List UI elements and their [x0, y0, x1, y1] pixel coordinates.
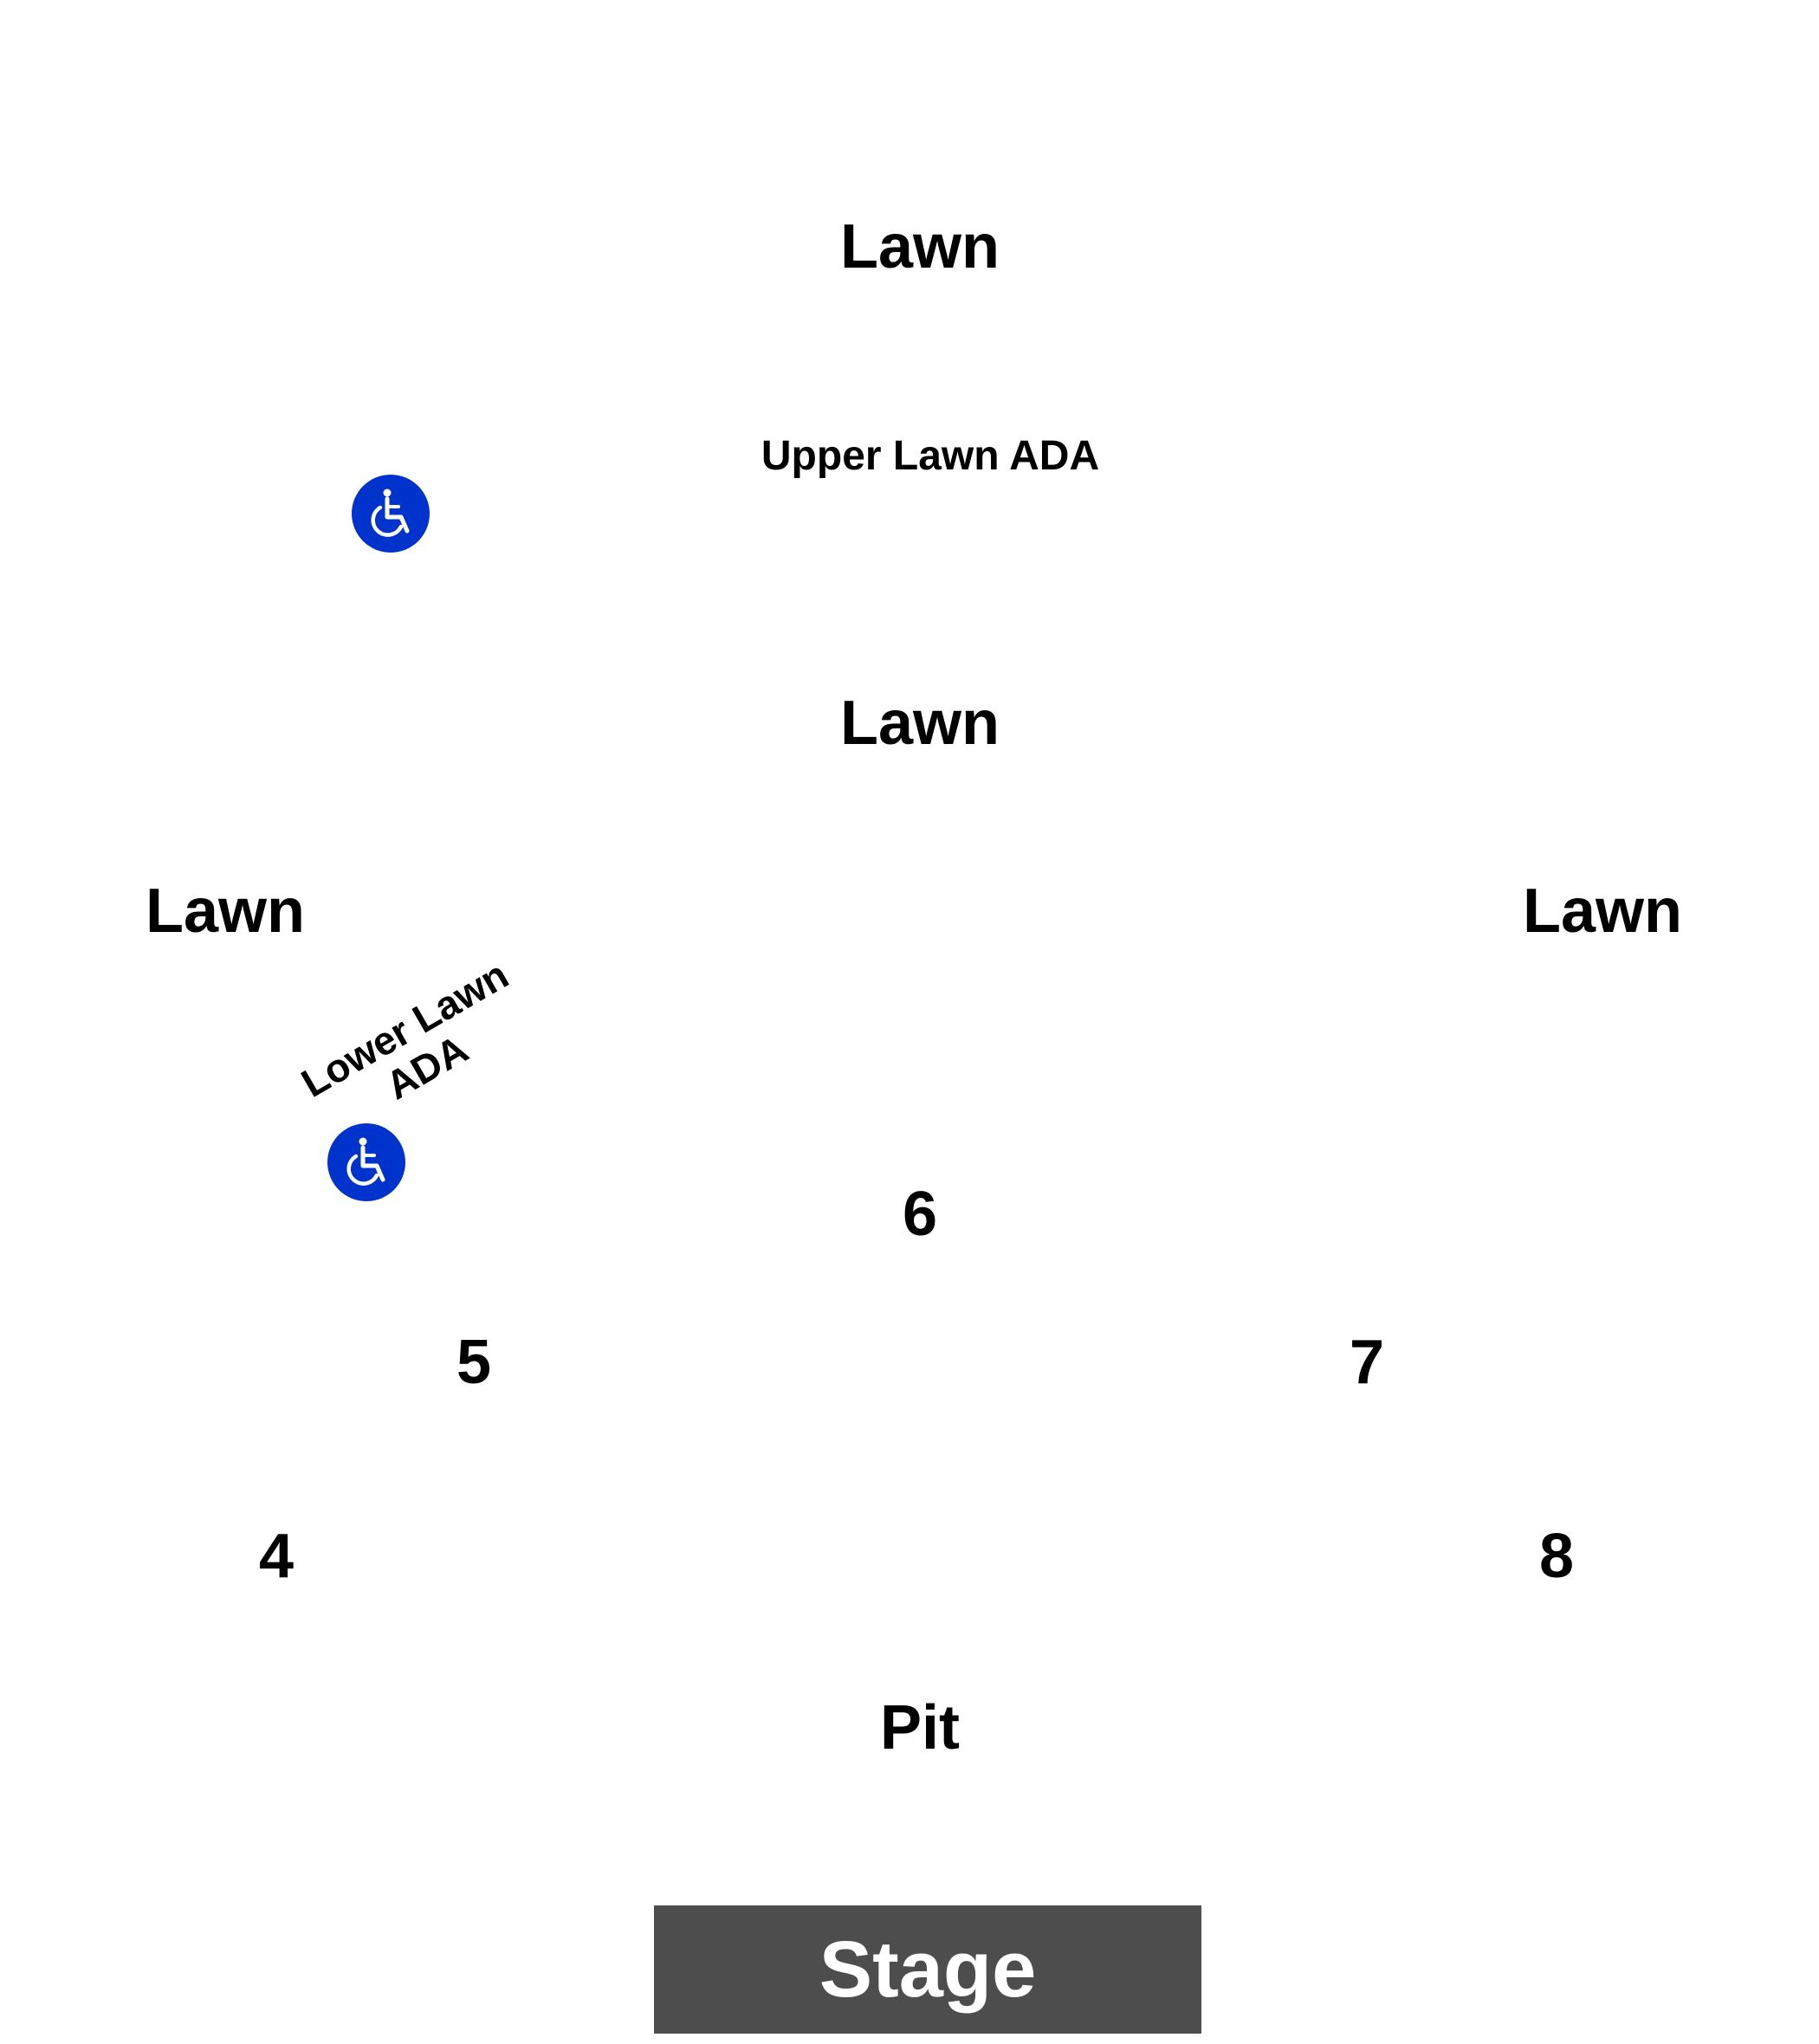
section-lower-lawn-ada[interactable]: Lower Lawn ADA — [294, 952, 538, 1144]
section-8[interactable]: 8 — [1538, 1522, 1575, 1591]
section-7[interactable]: 7 — [1349, 1328, 1385, 1397]
section-pit[interactable]: Pit — [879, 1693, 961, 1763]
stage: Stage — [654, 1905, 1201, 2034]
section-lawn-top[interactable]: Lawn — [839, 212, 1000, 281]
section-4[interactable]: 4 — [258, 1522, 295, 1591]
stage-label: Stage — [819, 1925, 1037, 2014]
wheelchair-icon — [352, 475, 430, 553]
section-upper-lawn-ada[interactable]: Upper Lawn ADA — [761, 433, 1100, 479]
section-5[interactable]: 5 — [456, 1328, 492, 1397]
wheelchair-icon — [327, 1123, 405, 1201]
section-lawn-middle[interactable]: Lawn — [839, 689, 1000, 758]
section-lawn-right[interactable]: Lawn — [1522, 876, 1683, 946]
section-6[interactable]: 6 — [902, 1180, 938, 1249]
section-lawn-left[interactable]: Lawn — [145, 876, 306, 946]
